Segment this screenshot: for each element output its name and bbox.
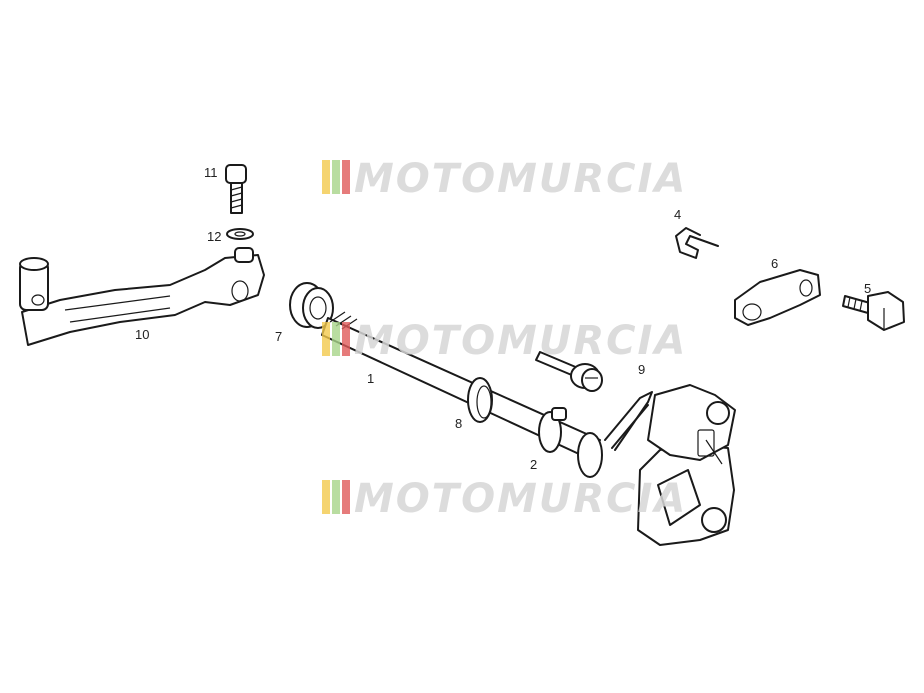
selector-plate bbox=[637, 384, 736, 546]
watermark-middle: MOTOMURCIA bbox=[322, 318, 687, 364]
callout-6: 6 bbox=[771, 256, 778, 271]
watermark-text: MOTOMURCIA bbox=[354, 318, 687, 364]
watermark-bottom: MOTOMURCIA bbox=[322, 476, 687, 522]
spring-part-9 bbox=[604, 391, 653, 451]
callout-5: 5 bbox=[864, 281, 871, 296]
washer-part-12 bbox=[226, 228, 254, 240]
callout-12: 12 bbox=[207, 229, 221, 244]
callout-4: 4 bbox=[674, 207, 681, 222]
watermark-top: MOTOMURCIA bbox=[322, 156, 687, 202]
callout-9: 9 bbox=[638, 362, 645, 377]
detent-arm-part-6 bbox=[734, 269, 821, 326]
clip-part-4 bbox=[675, 227, 719, 259]
callout-7: 7 bbox=[275, 329, 282, 344]
hex-bolt-part-5 bbox=[842, 291, 905, 331]
oil-seal-part-7 bbox=[289, 282, 334, 329]
callout-2: 2 bbox=[530, 457, 537, 472]
watermark-text: MOTOMURCIA bbox=[354, 156, 687, 202]
callout-1: 1 bbox=[367, 371, 374, 386]
watermark-text: MOTOMURCIA bbox=[354, 476, 687, 522]
callout-11: 11 bbox=[204, 165, 218, 180]
collar-part-2 bbox=[538, 407, 603, 478]
callout-8: 8 bbox=[455, 416, 462, 431]
screw-near-shaft bbox=[535, 351, 603, 392]
callout-labels: 11 12 10 7 1 8 2 9 4 6 5 bbox=[135, 165, 871, 472]
shift-lever-part-10 bbox=[19, 247, 265, 346]
ring-part-8 bbox=[467, 377, 493, 423]
callout-10: 10 bbox=[135, 327, 149, 342]
bolt-part-11 bbox=[225, 164, 247, 214]
